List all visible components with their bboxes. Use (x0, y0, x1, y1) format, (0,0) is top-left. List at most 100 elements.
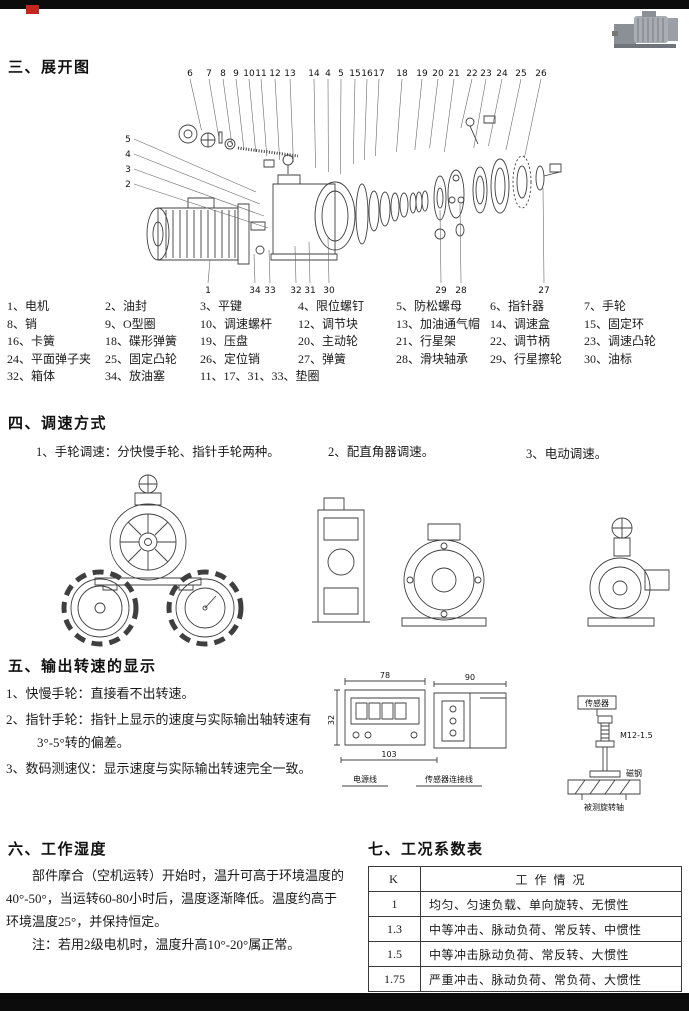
callout-number-3: 3 (125, 165, 131, 175)
tachometer-drawing: 78 90 103 32 M12-1.5 传感器 磁钢 被测旋转轴 电源线 传感… (327, 671, 653, 812)
part-item: 22、调节柄 (490, 334, 551, 348)
callout-number-10: 10 (243, 69, 255, 79)
callout-number-8: 8 (220, 69, 226, 79)
k-value: 1.5 (368, 941, 421, 967)
callout-leader (133, 153, 261, 205)
part-item: 27、弹簧 (298, 351, 347, 366)
right-angle-drive-drawing (312, 498, 486, 626)
callout-leader (289, 78, 294, 163)
callout-number-1: 1 (205, 286, 211, 296)
part-item: 2、油封 (105, 299, 148, 313)
callout-leader (189, 78, 202, 131)
callout-number-11: 11 (255, 69, 266, 79)
callout-number-24: 24 (496, 69, 508, 79)
part-item: 13、加油通气帽 (396, 316, 481, 331)
callout-leader (429, 78, 439, 149)
callout-leader (222, 78, 233, 145)
k-value: 1.75 (368, 966, 421, 992)
power-cable-label: 电源线 (353, 774, 377, 784)
part-item: 6、指针器 (490, 299, 545, 313)
callout-leader (439, 209, 442, 284)
speed-display-notes: 1、快慢手轮：直接看不出转速。 2、指针手轮：指针上显示的速度与实际输出轴转速有… (6, 682, 338, 783)
bottom-rule-bar (0, 993, 689, 1011)
work-condition: 中等冲击脉动负荷、常反转、大惯性 (420, 941, 682, 967)
callout-leader (327, 237, 330, 284)
callout-number-4: 4 (125, 150, 131, 160)
callout-number-32: 32 (290, 286, 301, 296)
callout-number-2: 2 (125, 180, 131, 190)
handwheel-reducer-drawing (95, 475, 201, 590)
fast-slow-handwheel-drawing (64, 572, 136, 644)
callout-leader (396, 78, 403, 153)
callout-leader (248, 78, 257, 153)
callout-number-28: 28 (455, 286, 467, 296)
magnet-label: 磁钢 (626, 768, 642, 778)
callout-leader (524, 78, 542, 159)
k-value: 1 (368, 891, 421, 917)
section6-title: 六、工作湿度 (8, 841, 108, 858)
part-item: 34、放油塞 (105, 369, 166, 383)
callout-number-5: 5 (125, 135, 131, 145)
callout-leader (253, 253, 256, 284)
working-temp-text: 部件摩合（空机运转）开始时，温升可高于环境温度的40°-50°，当运转60-80… (6, 864, 350, 956)
part-item: 4、限位螺钉 (298, 299, 365, 313)
callout-number-16: 16 (361, 69, 373, 79)
callout-number-31: 31 (304, 286, 315, 296)
part-item: 32、箱体 (7, 369, 56, 383)
part-item: 28、滑块轴承 (396, 351, 469, 366)
callout-number-34: 34 (249, 286, 261, 296)
shaft-label: 被测旋转轴 (584, 802, 624, 812)
speed-note-2: 2、指针手轮：指针上显示的速度与实际输出轴转速有3°-5°转的偏差。 (6, 712, 312, 750)
pointer-handwheel-drawing (169, 572, 241, 644)
sensor-assembly-drawing (568, 696, 640, 800)
part-item: 8、销 (7, 316, 38, 331)
electric-adjust-drawing (588, 518, 669, 626)
dim-90: 90 (465, 673, 475, 682)
work-condition: 严重冲击、脉动负荷、常负荷、大惯性 (420, 966, 682, 992)
callout-leader (274, 78, 280, 161)
working-temp-note: 注：若用2级电机时，温度升高10°-20°属正常。 (32, 937, 301, 952)
dim-103: 103 (381, 750, 396, 759)
callout-leader (414, 78, 423, 151)
callout-number-17: 17 (373, 69, 384, 79)
callout-leader (313, 78, 316, 169)
callout-leader (235, 78, 245, 149)
thread-label: M12-1.5 (620, 731, 653, 740)
part-item: 5、防松螺母 (396, 299, 463, 313)
section7-title: 七、工况系数表 (368, 841, 484, 858)
top-rule-bar (0, 0, 689, 9)
part-item: 10、调速螺杆 (200, 316, 273, 331)
method-label-3: 3、电动调速。 (526, 447, 608, 461)
part-item: 1、电机 (7, 299, 50, 313)
callout-number-27: 27 (538, 286, 549, 296)
part-item: 7、手轮 (584, 299, 627, 313)
part-item: 14、调速盒 (490, 316, 551, 331)
callout-number-12: 12 (269, 69, 280, 79)
callout-leader (473, 78, 487, 149)
k-value: 1.3 (368, 916, 421, 942)
work-condition: 中等冲击、脉动负荷、常反转、中惯性 (420, 916, 682, 942)
callout-leader (505, 78, 522, 151)
part-item: 24、平面弹子夹 (7, 351, 92, 366)
callout-number-25: 25 (515, 69, 526, 79)
part-item: 30、油标 (584, 351, 633, 366)
red-accent-mark (26, 5, 39, 14)
part-item: 3、平键 (200, 299, 243, 313)
section4-title: 四、调速方式 (8, 415, 108, 432)
callout-number-18: 18 (396, 69, 408, 79)
callout-number-26: 26 (535, 69, 547, 79)
exploded-assembly-drawing (147, 116, 561, 264)
part-item: 21、行星架 (396, 334, 457, 348)
part-item: 29、行星擦轮 (490, 351, 563, 366)
callout-leader (294, 245, 297, 284)
callout-leader (268, 249, 271, 284)
